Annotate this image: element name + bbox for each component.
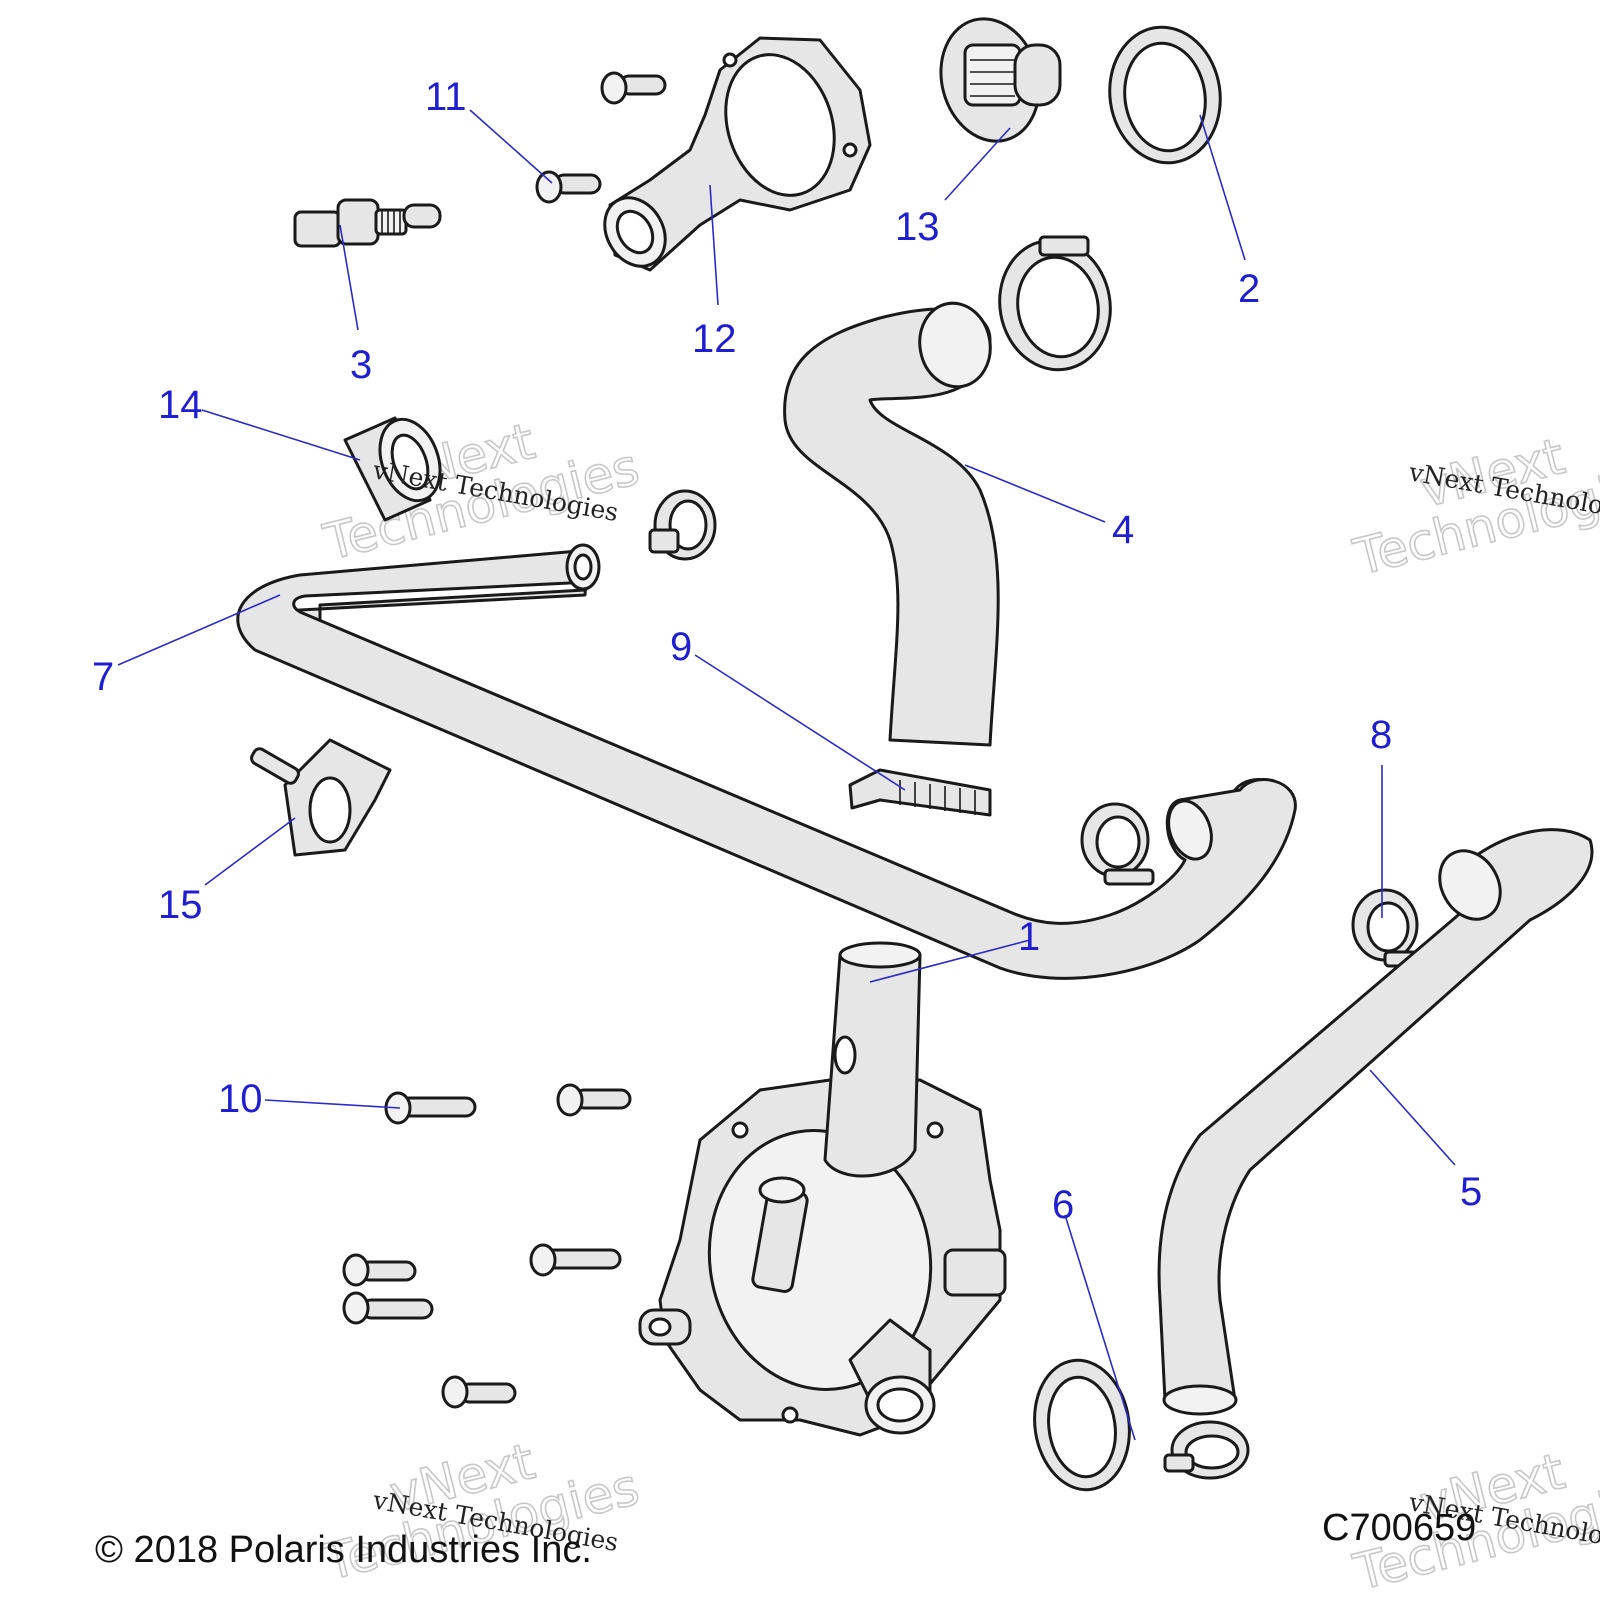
- callout-10: 10: [218, 1077, 263, 1121]
- callout-11: 11: [425, 75, 467, 119]
- part-15-sensor-clamp: [250, 738, 392, 857]
- part-9-hose-clamp: [848, 768, 992, 817]
- leader-7: [117, 594, 281, 666]
- bolt: [342, 1253, 417, 1287]
- part-13-thermostat: [939, 17, 1062, 143]
- leader-13: [944, 127, 1011, 201]
- leader-1: [869, 939, 1031, 983]
- leader-11: [469, 109, 553, 184]
- callout-labels: 1 2 3 4 5 6 7 8 9 10 11 12 13 14 15: [92, 75, 1482, 1227]
- part-10-bolts: [342, 1083, 632, 1409]
- callout-7: 7: [92, 655, 114, 699]
- callout-12: 12: [692, 317, 737, 361]
- figure-code: C700659: [1322, 1507, 1476, 1549]
- hose-clamp-bottom: [1163, 1420, 1250, 1480]
- leader-9: [694, 654, 906, 791]
- copyright-text: © 2018 Polaris Industries Inc.: [95, 1529, 592, 1571]
- leader-5: [1369, 1069, 1456, 1166]
- bolt: [529, 1243, 622, 1277]
- part-14-coupling: [343, 416, 442, 522]
- part-12-thermostat-housing: [603, 36, 872, 272]
- bolt: [600, 71, 667, 105]
- callout-6: 6: [1052, 1183, 1074, 1227]
- part-7-bypass-hose: [236, 543, 1297, 980]
- leader-6: [1064, 1214, 1136, 1441]
- hose-clamp-small: [648, 489, 717, 561]
- bolt: [441, 1375, 517, 1409]
- callout-2: 2: [1238, 267, 1260, 311]
- leader-10: [264, 1099, 401, 1109]
- hose-clamp-upper: [998, 235, 1112, 372]
- part-2-seal-ring: [1108, 25, 1222, 165]
- callout-15: 15: [158, 883, 203, 927]
- bolt: [535, 170, 602, 204]
- leader-lines: [117, 109, 1456, 1441]
- leader-15: [204, 817, 296, 886]
- leader-12: [709, 184, 719, 306]
- callout-4: 4: [1112, 508, 1134, 552]
- callout-13: 13: [895, 205, 940, 249]
- part-6-seal-ring: [1033, 1358, 1131, 1492]
- leader-4: [964, 464, 1106, 523]
- leader-3: [339, 224, 359, 331]
- bolt: [342, 1291, 434, 1325]
- part-3-temperature-sensor: [293, 198, 442, 248]
- callout-3: 3: [350, 343, 372, 387]
- hose-clamp-mid: [1080, 802, 1155, 886]
- callout-5: 5: [1460, 1170, 1482, 1214]
- callout-8: 8: [1370, 713, 1392, 757]
- part-5-lower-hose: [1157, 828, 1594, 1416]
- bolt: [556, 1083, 632, 1117]
- part-11-bolts: [535, 71, 667, 204]
- part-4-upper-hose: [783, 301, 1000, 747]
- leader-2: [1199, 114, 1246, 261]
- leader-14: [201, 409, 361, 461]
- part-8-hose-clamp: [1351, 888, 1427, 968]
- callout-14: 14: [158, 383, 203, 427]
- callout-9: 9: [670, 625, 692, 669]
- part-1-water-pump: [638, 941, 1007, 1437]
- callout-1: 1: [1018, 915, 1040, 959]
